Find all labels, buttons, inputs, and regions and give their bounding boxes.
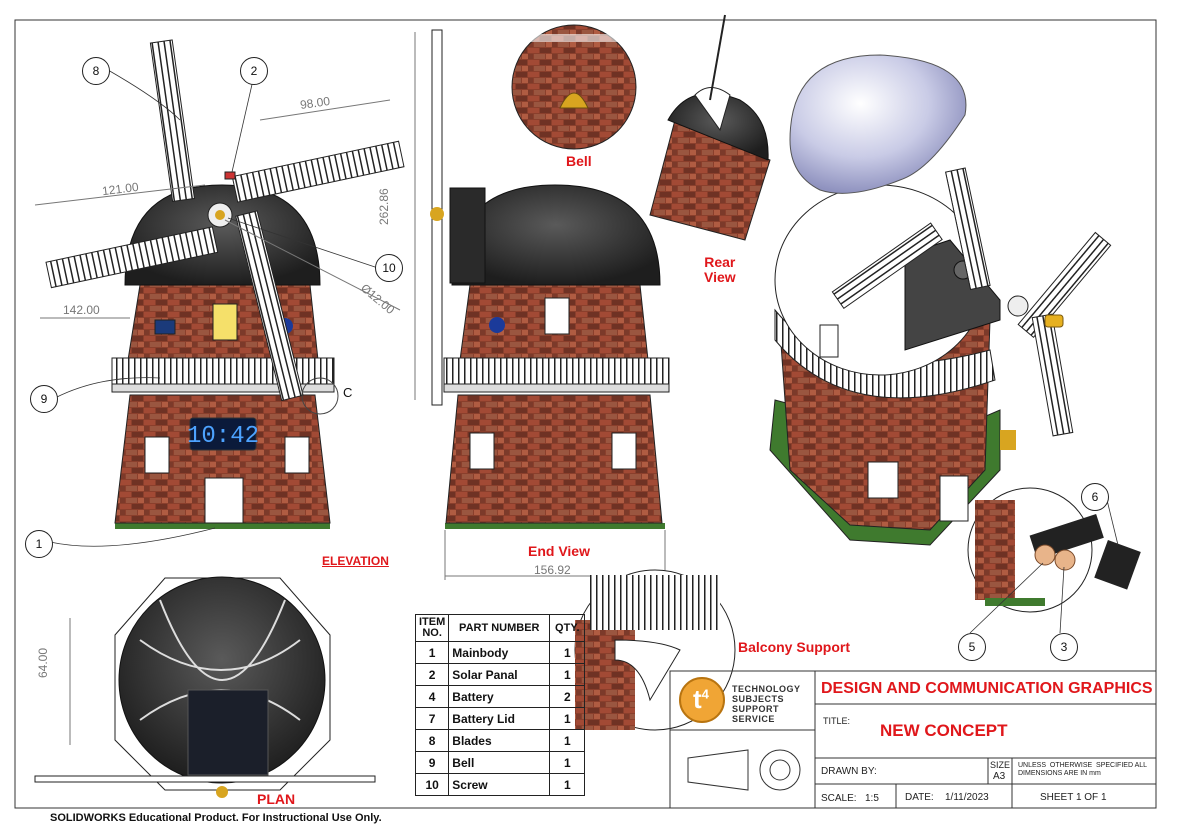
bom-part: Bell [448, 751, 551, 774]
isometric-view [769, 54, 1112, 546]
balloon-2: 2 [240, 57, 268, 85]
dim-156: 156.92 [534, 563, 571, 577]
bell-detail [511, 24, 637, 150]
drawn-by-label: DRAWN BY: [821, 766, 877, 777]
drawing-title: NEW CONCEPT [880, 721, 1008, 740]
bom-item: 2 [414, 663, 450, 686]
bom-header-part: PART NUMBER [448, 614, 551, 642]
clock-digits: 10:42 [187, 423, 259, 450]
end-view-label: End View [528, 543, 590, 559]
bom-part: Blades [448, 729, 551, 752]
size-value: A3 [993, 771, 1006, 782]
bom-qty: 1 [549, 663, 586, 686]
bom-qty: 1 [549, 773, 586, 796]
detail-letter: C [343, 385, 353, 400]
bom-qty: 1 [549, 641, 586, 664]
balloon-8: 8 [82, 57, 110, 85]
bom-part: Battery Lid [448, 707, 551, 730]
balloon-1: 1 [25, 530, 53, 558]
educational-footer: SOLIDWORKS Educational Product. For Inst… [50, 812, 382, 824]
general-notes: UNLESS OTHERWISE SPECIFIED ALL DIMENSION… [1018, 762, 1148, 777]
battery-detail [967, 487, 1141, 613]
bom-part: Solar Panal [448, 663, 551, 686]
end-view [430, 29, 670, 580]
title-label: TITLE: [823, 716, 851, 726]
scale-value: 1:5 [865, 793, 879, 804]
bell-label: Bell [566, 153, 592, 169]
logo-mark: t4 [693, 684, 709, 715]
bom-item: 8 [414, 729, 450, 752]
logo-letter: t [693, 684, 702, 714]
tsss-logo-icon [679, 677, 725, 723]
bom-item: 1 [414, 641, 450, 664]
sheet-border [14, 19, 1157, 809]
bom-part: Mainbody [448, 641, 551, 664]
leader-lines [49, 69, 1119, 634]
dim-142: 142.00 [63, 303, 100, 317]
bom-part: Battery [448, 685, 551, 708]
plan-view [34, 576, 376, 798]
elevation-label: ELEVATION [322, 554, 389, 568]
scale-label: SCALE: [821, 793, 857, 804]
bom-header-item: ITEM NO. [414, 614, 450, 642]
elevation-view: 10:42 [34, 32, 416, 529]
dim-64: 64.00 [36, 647, 50, 678]
bom-qty: 1 [549, 751, 586, 774]
date-label: DATE: [905, 792, 934, 803]
bom-part: Screw [448, 773, 551, 796]
sheet-number: SHEET 1 OF 1 [1040, 792, 1107, 803]
balloon-10: 10 [375, 254, 403, 282]
bom-qty: 1 [549, 729, 586, 752]
logo-text: TECHNOLOGY SUBJECTS SUPPORT SERVICE [732, 684, 801, 724]
dim-262: 262.86 [377, 188, 391, 225]
projection-symbol-icon [687, 749, 801, 791]
balcony-detail [574, 569, 736, 731]
bom-header-qty: QTY. [549, 614, 586, 642]
bom-header-row: ITEM NO. PART NUMBER QTY. [414, 614, 586, 642]
title-block-heading: DESIGN AND COMMUNICATION GRAPHICS [821, 680, 1153, 697]
balloon-9: 9 [30, 385, 58, 413]
bom-qty: 2 [549, 685, 586, 708]
rear-view [649, 14, 771, 241]
balloon-6: 6 [1081, 483, 1109, 511]
date-value: 1/11/2023 [945, 792, 989, 803]
balloon-5: 5 [958, 633, 986, 661]
bom-qty: 1 [549, 707, 586, 730]
size-label: SIZE [990, 760, 1011, 770]
rear-view-label: Rear View [704, 254, 736, 285]
bom-item: 9 [414, 751, 450, 774]
logo-superscript: 4 [701, 686, 709, 702]
bom-item: 10 [414, 773, 450, 796]
bom-item: 7 [414, 707, 450, 730]
title-block-frame [669, 670, 1157, 809]
balcony-support-label: Balcony Support [738, 639, 851, 655]
plan-label: PLAN [257, 791, 296, 807]
balloon-3: 3 [1050, 633, 1078, 661]
bom-item: 4 [414, 685, 450, 708]
